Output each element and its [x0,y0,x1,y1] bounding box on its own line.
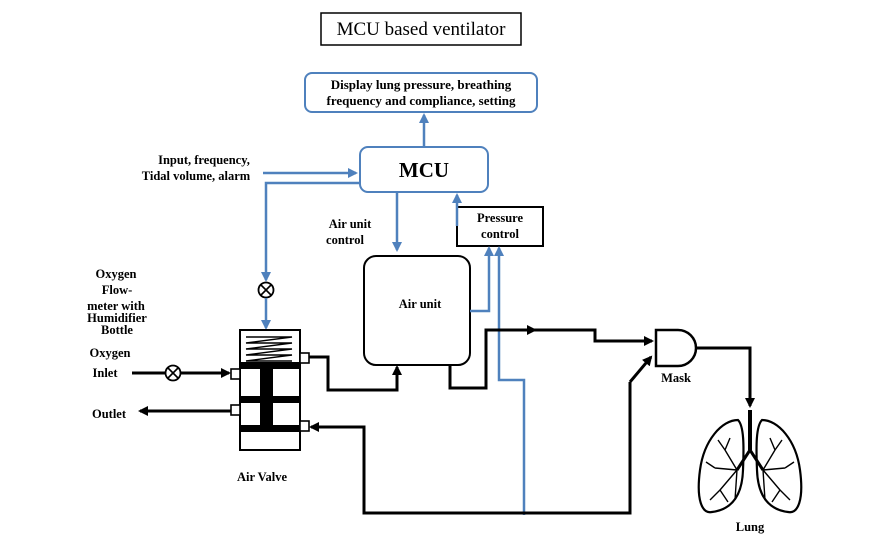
input-label-line1: Input, frequency, [158,153,250,167]
display-box-line1: Display lung pressure, breathing [331,77,512,92]
flow-to-mask-arrow [535,328,654,346]
pressure-control-line1: Pressure [477,211,524,225]
air-unit-pressure-feedback [470,246,494,313]
air-valve [230,329,310,451]
title-box: MCU based ventilator [320,12,522,46]
mcu-label: MCU [399,158,449,182]
oxygen-inlet-line2: Inlet [93,366,119,380]
air-unit-control-label-line2: control [326,233,364,247]
display-box: Display lung pressure, breathing frequen… [304,72,538,113]
air-unit-control-label-line1: Air unit [329,217,372,231]
input-label-line2: Tidal volume, alarm [142,169,251,183]
pressure-control-box: Pressure control [456,206,544,247]
oxygen-flowmeter-line3: meter with [87,299,145,313]
valve-to-air-unit-flow [309,355,402,392]
oxygen-inlet-valve-symbol [164,364,182,382]
air-unit-to-mask-flow [448,325,537,390]
oxygen-flowmeter-line5: Bottle [101,323,133,337]
air-valve-label: Air Valve [237,470,288,484]
mcu-to-valve-signal [261,181,360,282]
display-box-line2: frequency and compliance, setting [327,93,516,108]
lung-label: Lung [736,520,765,534]
mask-symbol [654,328,698,368]
mask-label: Mask [661,371,691,385]
valve-control-symbol [257,281,275,299]
mask-to-lung-flow [696,346,755,408]
oxygen-flowmeter-line1: Oxygen [96,267,137,281]
return-flow-to-valve [309,382,632,515]
return-flow-from-mask [628,355,653,383]
air-unit-label: Air unit [399,297,442,311]
mcu-box: MCU [359,146,489,193]
pressure-control-line2: control [481,227,519,241]
oxygen-inlet-line1: Oxygen [90,346,131,360]
outlet-label: Outlet [92,407,127,421]
lung-icon [697,410,803,514]
air-unit-box: Air unit [363,255,471,366]
diagram-title: MCU based ventilator [337,19,507,40]
oxygen-flowmeter-line4: Humidifier [87,311,147,325]
oxygen-flowmeter-line2: Flow- [102,283,133,297]
lung-pressure-feedback [494,246,526,515]
